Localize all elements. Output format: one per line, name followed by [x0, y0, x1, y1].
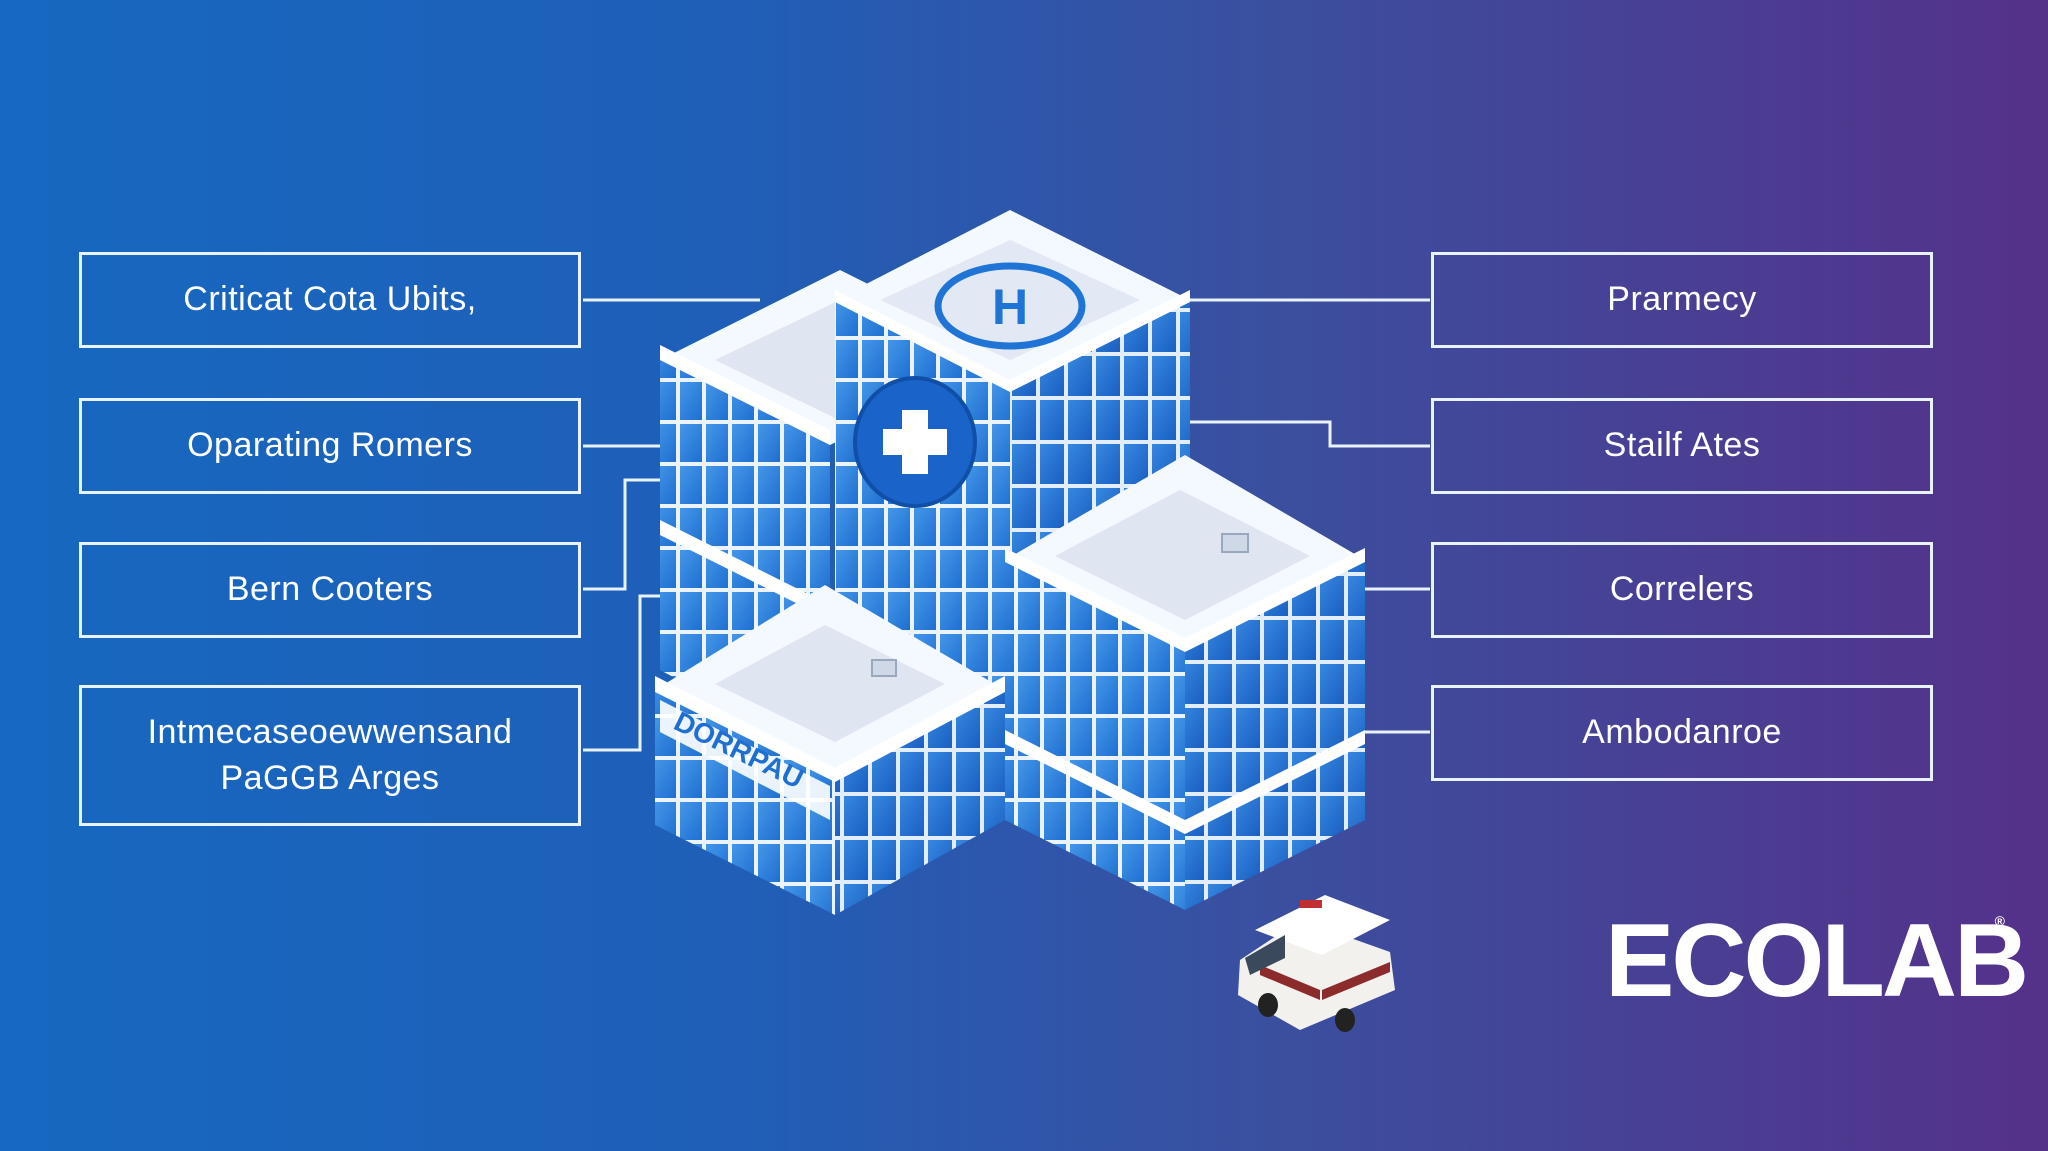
label-burn-centers-text: Bern Cooters — [226, 570, 434, 609]
building-right-block — [1005, 455, 1365, 910]
label-patient-areas: Intmecaseoewwensand PaGGB Arges — [79, 685, 581, 826]
label-corridors-text: Correlers — [1609, 570, 1755, 609]
logo-text: ECOLAB — [1605, 902, 2029, 1019]
label-corridors: Correlers — [1431, 542, 1933, 638]
label-pharmacy: Prarmecy — [1431, 252, 1933, 348]
label-burn-centers: Bern Cooters — [79, 542, 581, 638]
label-staff-areas-text: Stailf Ates — [1603, 426, 1761, 465]
ecolab-logo: ECOLAB ® — [1605, 903, 2029, 1019]
label-patient-areas-text: Intmecaseoewwensand PaGGB Arges — [147, 712, 513, 797]
label-pharmacy-text: Prarmecy — [1607, 280, 1757, 319]
label-ambulance-text: Ambodanroe — [1582, 713, 1782, 752]
ambulance-icon — [1238, 895, 1395, 1032]
label-critical-care-units: Criticat Cota Ubits, — [79, 252, 581, 348]
label-staff-areas: Stailf Ates — [1431, 398, 1933, 494]
label-ambulance: Ambodanroe — [1431, 685, 1933, 781]
label-operating-rooms: Oparating Romers — [79, 398, 581, 494]
label-operating-rooms-text: Oparating Romers — [187, 426, 473, 465]
helipad-letter: H — [992, 279, 1028, 335]
registered-mark: ® — [1994, 913, 2005, 929]
label-critical-care-units-text: Criticat Cota Ubits, — [183, 280, 477, 319]
building-front-wing: DORRPAU — [655, 585, 1005, 915]
helipad-icon: H — [934, 262, 1086, 350]
